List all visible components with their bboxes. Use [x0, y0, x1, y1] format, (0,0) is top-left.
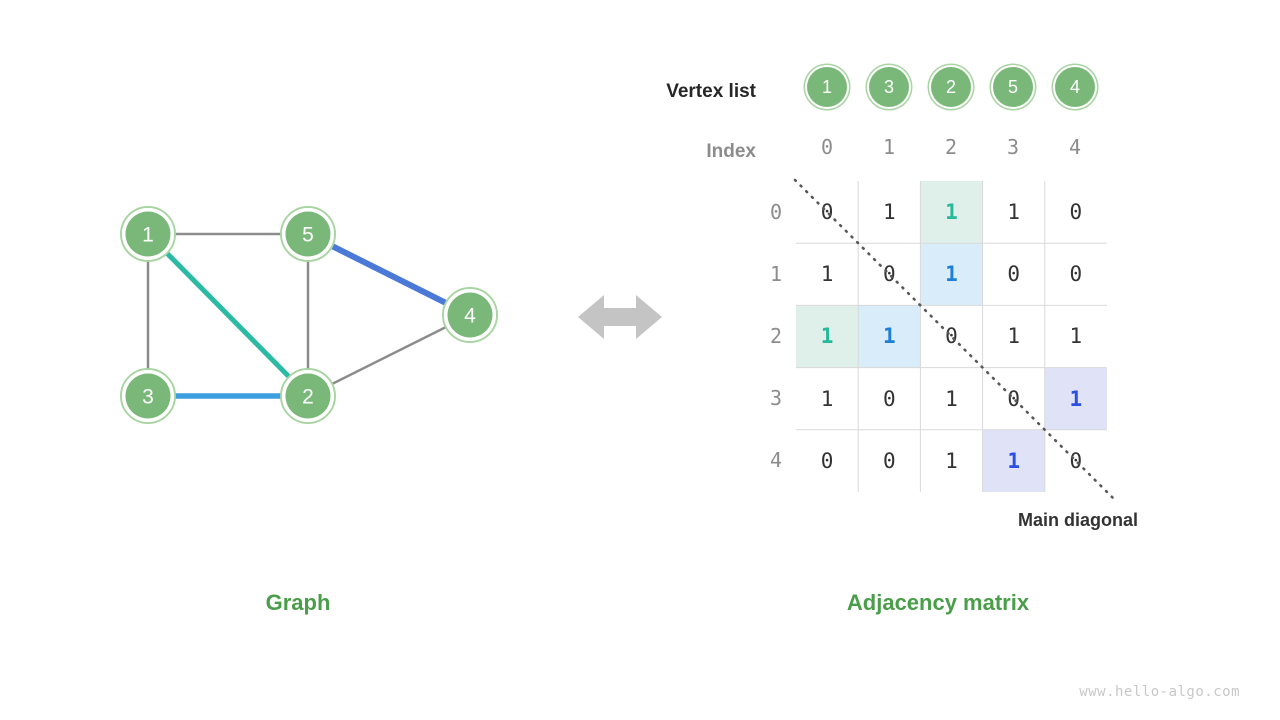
- adjacency-matrix-caption: Adjacency matrix: [846, 590, 1030, 615]
- graph-node-5[interactable]: 5: [280, 206, 336, 262]
- matrix-cell-2-2[interactable]: 0: [945, 324, 958, 349]
- node-label: 4: [464, 305, 476, 328]
- matrix-cell-2-3[interactable]: 1: [1007, 324, 1020, 349]
- matrix-cell-4-1[interactable]: 0: [882, 448, 896, 473]
- matrix-cell-4-3[interactable]: 1: [982, 429, 1045, 492]
- node-label: 2: [302, 386, 314, 409]
- graph-node-4[interactable]: 4: [442, 287, 498, 343]
- vertex-list-cell-3[interactable]: 5: [982, 67, 1044, 107]
- graph-edge-5-4: [330, 243, 448, 306]
- graph-node-2[interactable]: 2: [280, 368, 336, 424]
- vertex-list-circle: 4: [1055, 67, 1095, 107]
- column-index-1: 1: [882, 135, 896, 159]
- matrix-cell-3-2[interactable]: 1: [945, 386, 958, 411]
- column-index-3: 3: [1006, 135, 1020, 159]
- matrix-cell-2-4[interactable]: 1: [1069, 324, 1083, 349]
- column-index-row: 0 1 2 3 4: [796, 135, 1106, 159]
- matrix-cell-0-3[interactable]: 1: [1007, 200, 1020, 225]
- matrix-cell-1-0[interactable]: 1: [820, 262, 834, 287]
- matrix-cell-1-2[interactable]: 1: [920, 243, 983, 306]
- node-fill: [447, 292, 493, 338]
- node-outer-ring: [120, 368, 176, 424]
- main-diagonal-label: Main diagonal: [1018, 510, 1139, 530]
- vertex-list-cell-0[interactable]: 1: [796, 67, 858, 107]
- node-white-ring: [122, 208, 174, 260]
- node-white-ring: [122, 370, 174, 422]
- matrix-cell-3-0[interactable]: 1: [820, 386, 834, 411]
- node-outer-ring: [280, 368, 336, 424]
- row-index-2: 2: [769, 324, 782, 348]
- node-outer-ring: [120, 206, 176, 262]
- graph-svg: 1 5 3 2 4: [120, 206, 498, 424]
- node-white-ring: [282, 208, 334, 260]
- node-outer-ring: [280, 206, 336, 262]
- column-index-4: 4: [1068, 135, 1082, 159]
- node-fill: [285, 211, 331, 257]
- graph-caption: Graph: [265, 590, 331, 615]
- row-index-0: 0: [769, 200, 782, 224]
- graph-edge-2-4: [331, 325, 447, 386]
- matrix-cell-1-1[interactable]: 0: [882, 262, 896, 287]
- graph-node-3[interactable]: 3: [120, 368, 176, 424]
- vertex-list-cell-4[interactable]: 4: [1044, 67, 1106, 107]
- vertex-list-circle: 5: [993, 67, 1033, 107]
- vertex-list-cell-2[interactable]: 2: [920, 67, 982, 107]
- node-fill: [125, 373, 171, 419]
- matrix-cell-0-1[interactable]: 1: [882, 200, 896, 225]
- vertex-list-circle: 1: [807, 67, 847, 107]
- node-label: 1: [142, 224, 154, 247]
- node-outer-ring: [442, 287, 498, 343]
- node-fill: [285, 373, 331, 419]
- watermark: www.hello-algo.com: [1079, 684, 1240, 700]
- matrix-cell-0-4[interactable]: 0: [1069, 200, 1083, 225]
- vertex-list-circle: 3: [869, 67, 909, 107]
- row-index-4: 4: [769, 448, 782, 472]
- graph-node-1[interactable]: 1: [120, 206, 176, 262]
- matrix-cell-0-2[interactable]: 1: [920, 181, 983, 244]
- matrix-cell-3-4[interactable]: 1: [1044, 367, 1107, 430]
- node-label: 3: [142, 386, 154, 409]
- matrix-cell-4-2[interactable]: 1: [945, 448, 958, 473]
- graph-nodes: 1 5 3 2 4: [120, 206, 498, 424]
- matrix-cell-2-0[interactable]: 1: [796, 305, 859, 368]
- vertex-list-cell-1[interactable]: 3: [858, 67, 920, 107]
- graph-edges: [146, 232, 448, 399]
- matrix-cell-1-4[interactable]: 0: [1069, 262, 1083, 287]
- matrix-cell-0-0[interactable]: 0: [820, 200, 834, 225]
- graph-edge-1-2: [165, 251, 291, 379]
- matrix-cell-3-1[interactable]: 0: [882, 386, 896, 411]
- index-label: Index: [706, 141, 756, 162]
- matrix-cell-3-3[interactable]: 0: [1007, 386, 1020, 411]
- row-index-column: 0 1 2 3 4: [726, 181, 782, 491]
- matrix-cell-4-4[interactable]: 0: [1069, 448, 1083, 473]
- double-headed-arrow-icon: [578, 292, 662, 342]
- node-white-ring: [444, 289, 496, 341]
- node-fill: [125, 211, 171, 257]
- matrix-cell-2-1[interactable]: 1: [858, 305, 921, 368]
- graph-panel: 1 5 3 2 4: [60, 150, 540, 480]
- column-index-0: 0: [820, 135, 834, 159]
- row-index-3: 3: [769, 386, 782, 410]
- arrow-shape: [578, 295, 662, 339]
- vertex-list-label: Vertex list: [666, 81, 756, 102]
- vertex-list-circle: 2: [931, 67, 971, 107]
- column-index-2: 2: [944, 135, 958, 159]
- matrix-cell-1-3[interactable]: 0: [1007, 262, 1020, 287]
- node-white-ring: [282, 370, 334, 422]
- matrix-cell-4-0[interactable]: 0: [820, 448, 834, 473]
- node-label: 5: [302, 224, 314, 247]
- row-index-1: 1: [769, 262, 782, 286]
